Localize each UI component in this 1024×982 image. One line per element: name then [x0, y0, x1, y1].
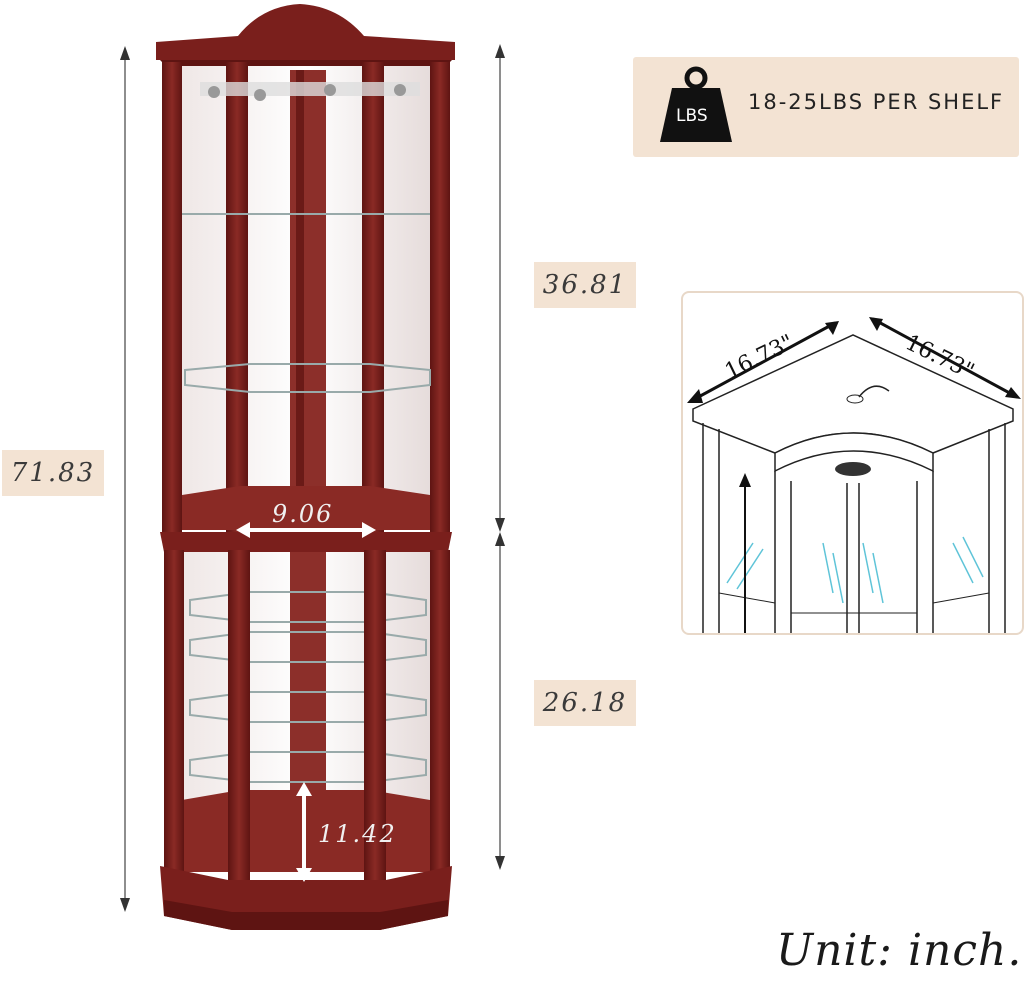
upper-height-label: 36.81: [534, 262, 636, 308]
base-height-label: 11.42: [318, 820, 397, 848]
upper-height-dim-line: [495, 44, 505, 532]
corner-top-view-panel: 16.73" 16.73": [681, 291, 1024, 635]
weight-icon: [660, 66, 732, 142]
corner-top-view-drawing: [687, 317, 1021, 633]
base-height-arrow: [296, 782, 312, 882]
weight-icon-label: LBS: [676, 106, 708, 126]
inner-width-arrow: [236, 522, 376, 538]
lower-height-label: 26.18: [534, 680, 636, 726]
inner-width-label: 9.06: [272, 500, 334, 528]
unit-note: Unit: inch.: [776, 925, 1023, 976]
weight-capacity-text: 18-25LBS PER SHELF: [748, 90, 1005, 114]
total-height-dim-line: [120, 46, 130, 912]
total-height-label: 71.83: [2, 450, 104, 496]
lower-height-dim-line: [495, 532, 505, 870]
